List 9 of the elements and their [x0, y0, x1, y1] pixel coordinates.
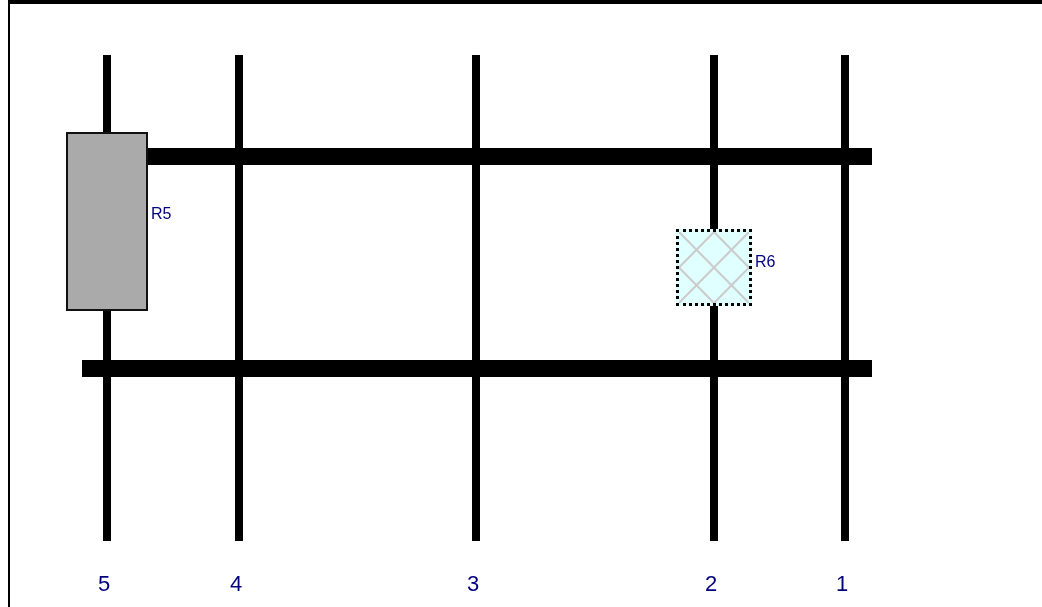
member-label: R5	[151, 205, 172, 222]
column-box	[66, 132, 148, 311]
axis-label: 2	[704, 573, 718, 595]
axis-label: 1	[835, 573, 849, 595]
member-label: R6	[755, 253, 776, 270]
axis-label: 4	[229, 573, 243, 595]
axis-label: 3	[466, 573, 480, 595]
hatched-box	[676, 229, 752, 306]
axis-label: 5	[97, 573, 111, 595]
